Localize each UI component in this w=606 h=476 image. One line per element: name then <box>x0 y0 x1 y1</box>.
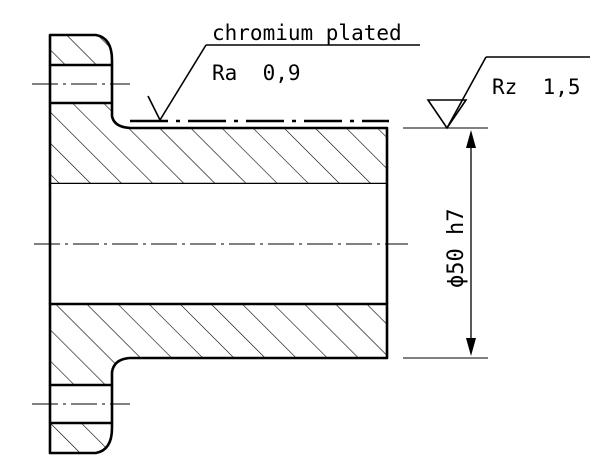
section-lower <box>48 302 389 455</box>
flange-upper-outer <box>48 33 114 67</box>
diameter-label: ϕ50 h7 <box>444 209 469 288</box>
roughness-ra: Ra 0,9 <box>212 61 301 85</box>
extension-lines <box>403 127 488 359</box>
center-lines <box>32 83 408 405</box>
sleeve-upper-wall <box>48 101 389 186</box>
roughness-symbol-rz <box>426 56 590 130</box>
sleeve-lower-wall <box>48 302 389 387</box>
diameter-dimension-line <box>466 130 476 356</box>
roughness-rz: Rz 1,5 <box>492 75 581 99</box>
roughness-symbol-ra <box>147 44 420 121</box>
section-upper <box>48 33 389 186</box>
arrow-bottom <box>466 338 476 356</box>
coating-note: chromium plated <box>212 21 402 45</box>
arrow-top <box>466 130 476 148</box>
bore <box>50 184 387 304</box>
flange-lower-outer <box>48 421 114 455</box>
